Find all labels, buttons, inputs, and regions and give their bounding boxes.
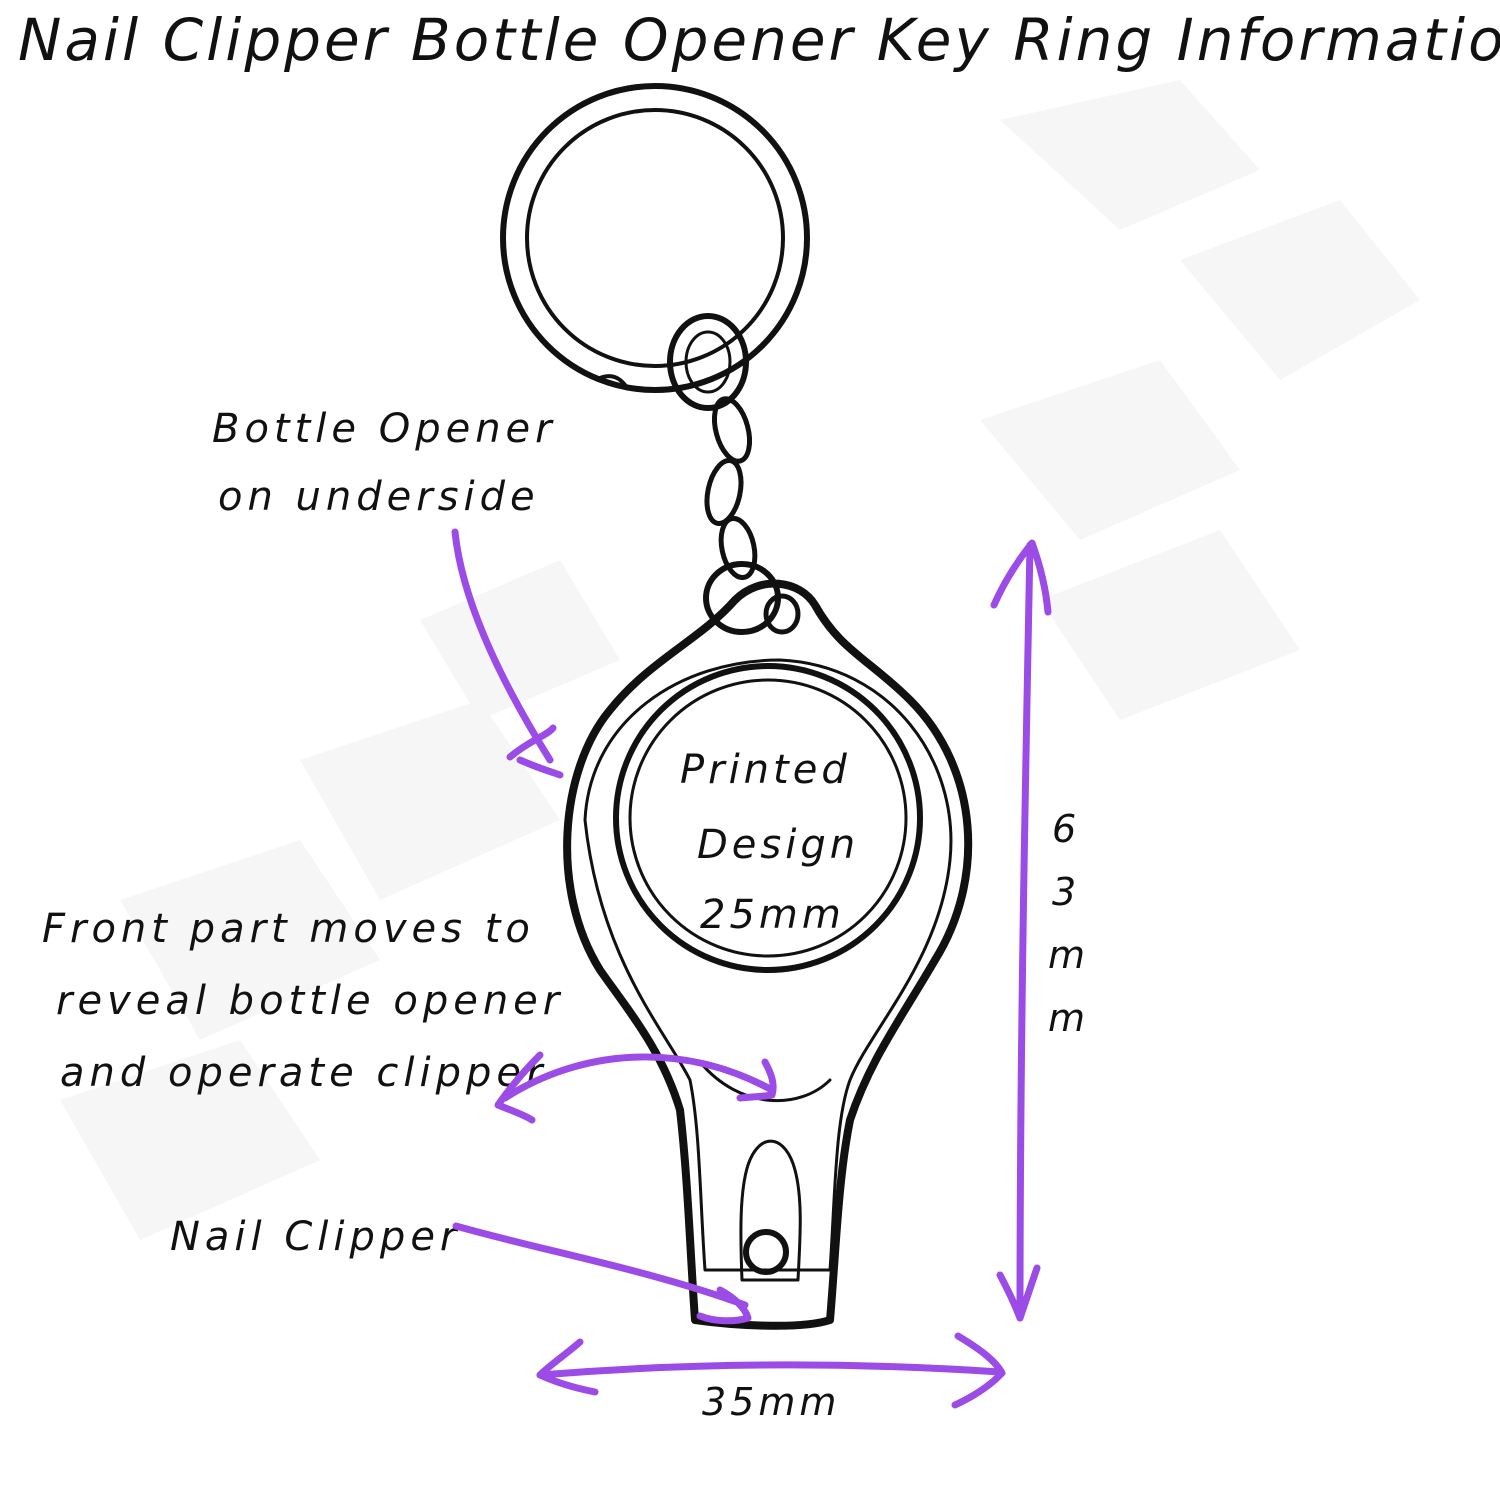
height-dimension-label-2: 3: [1052, 870, 1080, 914]
height-arrow: [1016, 541, 1034, 1322]
clipper-body: [563, 579, 973, 1330]
height-arrowhead-bottom: [996, 1264, 1041, 1322]
center-label-line-3: 25mm: [700, 892, 845, 938]
width-arrow: [536, 1361, 1004, 1379]
front-part-annotation: Front part moves to reveal bottle opener…: [42, 906, 777, 1124]
center-label-line-1: Printed: [680, 747, 851, 793]
bottle-opener-annotation: Bottle Opener on underside: [212, 406, 564, 779]
front-part-label-line-1: Front part moves to: [42, 906, 535, 952]
nail-clipper-arrow: [452, 1222, 749, 1309]
front-part-arrowhead-left: [494, 1051, 544, 1124]
chain: [667, 313, 781, 635]
bottle-opener-label-line-1: Bottle Opener: [212, 406, 557, 452]
bottle-opener-arrow: [451, 528, 554, 764]
bottle-opener-arrowhead: [506, 724, 564, 779]
height-dimension-label-4: m: [1048, 996, 1089, 1040]
bottle-opener-label-line-2: on underside: [218, 474, 540, 520]
diagram-title: Nail Clipper Bottle Opener Key Ring Info…: [18, 6, 1500, 74]
printed-design-label: Printed Design 25mm: [680, 747, 859, 938]
front-part-label-line-2: reveal bottle opener: [56, 978, 564, 1024]
nail-clipper-annotation: Nail Clipper: [170, 1214, 752, 1325]
height-dimension: 6 3 m m: [990, 539, 1089, 1322]
nail-clipper-label: Nail Clipper: [170, 1214, 461, 1260]
width-dimension: 35mm: [536, 1332, 1006, 1424]
height-dimension-label-3: m: [1048, 933, 1089, 977]
front-part-arrowhead-right: [736, 1058, 777, 1102]
height-arrowhead-top: [990, 539, 1052, 616]
height-dimension-label-1: 6: [1052, 807, 1080, 851]
center-label-line-2: Design: [697, 822, 859, 868]
width-arrowhead-left: [536, 1338, 599, 1396]
front-part-arrow: [501, 1053, 776, 1102]
front-part-label-line-3: and operate clipper: [60, 1050, 547, 1096]
nail-clipper-arrowhead: [696, 1286, 752, 1325]
width-arrowhead-right: [951, 1332, 1006, 1409]
width-dimension-label: 35mm: [702, 1380, 840, 1424]
split-ring: [500, 83, 810, 393]
